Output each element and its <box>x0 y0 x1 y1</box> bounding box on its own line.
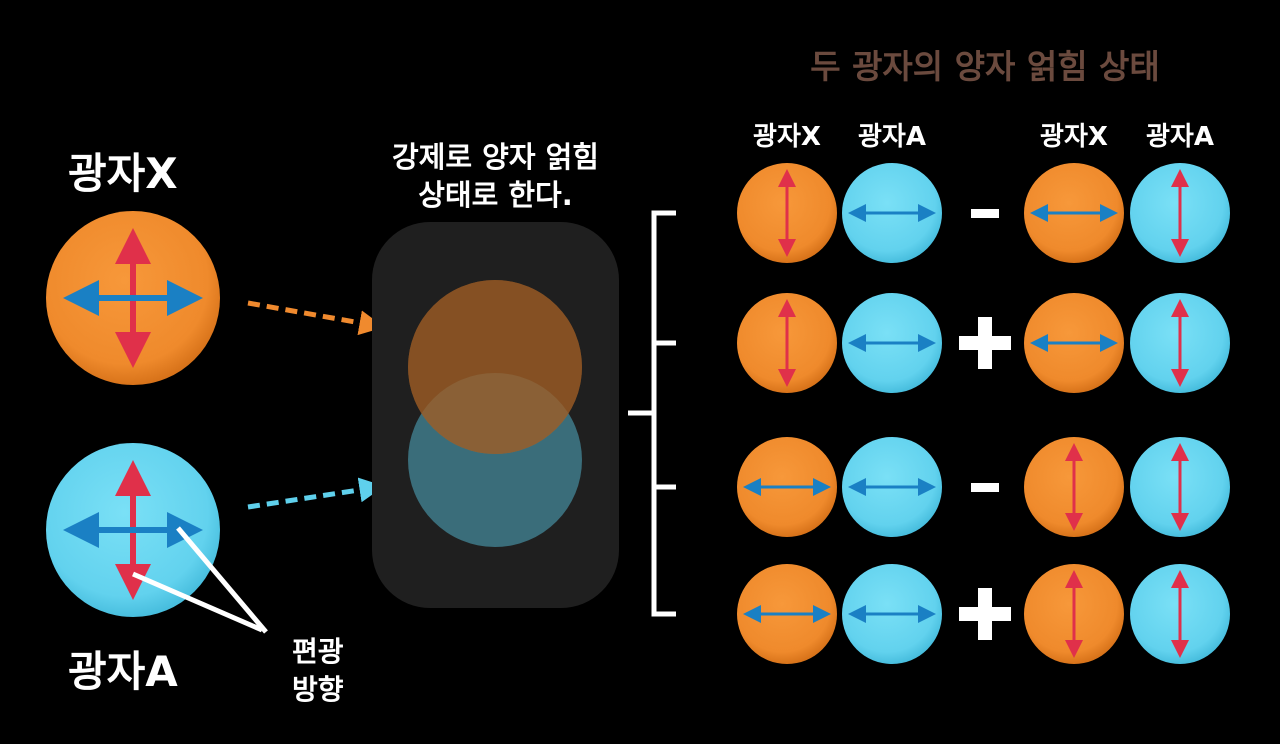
polarization-label-line2: 방향 <box>292 673 344 706</box>
photon-a-sphere <box>46 443 220 617</box>
state-row <box>737 293 1230 393</box>
photon-a-state <box>1130 163 1230 263</box>
photon-x-state <box>737 163 837 263</box>
state-row <box>737 163 1230 263</box>
photon-x-sphere <box>46 211 220 385</box>
column-header-photon-a-1: 광자A <box>858 122 926 152</box>
photon-x-state <box>737 437 837 537</box>
photon-x-state <box>1024 163 1124 263</box>
photon-a-label: 광자A <box>68 647 178 696</box>
minus-operator <box>971 209 999 218</box>
photon-a-state <box>1130 564 1230 664</box>
photon-x-label: 광자X <box>68 149 178 198</box>
photon-a-state <box>1130 437 1230 537</box>
photon-a-dashed-arrow <box>247 477 385 510</box>
column-header-photon-x-1: 광자X <box>753 122 821 152</box>
photon-x-state <box>1024 564 1124 664</box>
plus-operator <box>959 317 1011 369</box>
state-row <box>737 437 1230 537</box>
entanglement-box <box>372 222 619 608</box>
plus-operator <box>959 588 1011 640</box>
entangle-caption-line2: 상태로 한다. <box>418 178 573 212</box>
minus-operator <box>971 483 999 492</box>
polarization-callout-lines <box>132 526 268 634</box>
diagram-title: 두 광자의 양자 얽힘 상태 <box>810 47 1160 86</box>
photon-a-state <box>1130 293 1230 393</box>
entangled-state-rows <box>737 163 1230 664</box>
photon-a-state <box>842 163 942 263</box>
photon-x-state <box>1024 437 1124 537</box>
photon-a-state <box>842 564 942 664</box>
photon-x-state <box>737 564 837 664</box>
photon-a-state <box>842 293 942 393</box>
state-row <box>737 564 1230 664</box>
photon-x-dashed-arrow <box>247 300 385 336</box>
photon-x-state <box>1024 293 1124 393</box>
photon-x-state <box>737 293 837 393</box>
polarization-label-line1: 편광 <box>292 635 344 668</box>
superposition-bracket <box>628 210 676 617</box>
column-header-photon-a-2: 광자A <box>1146 122 1214 152</box>
photon-a-state <box>842 437 942 537</box>
entangle-caption-line1: 강제로 양자 얽힘 <box>392 140 599 174</box>
column-header-photon-x-2: 광자X <box>1040 122 1108 152</box>
